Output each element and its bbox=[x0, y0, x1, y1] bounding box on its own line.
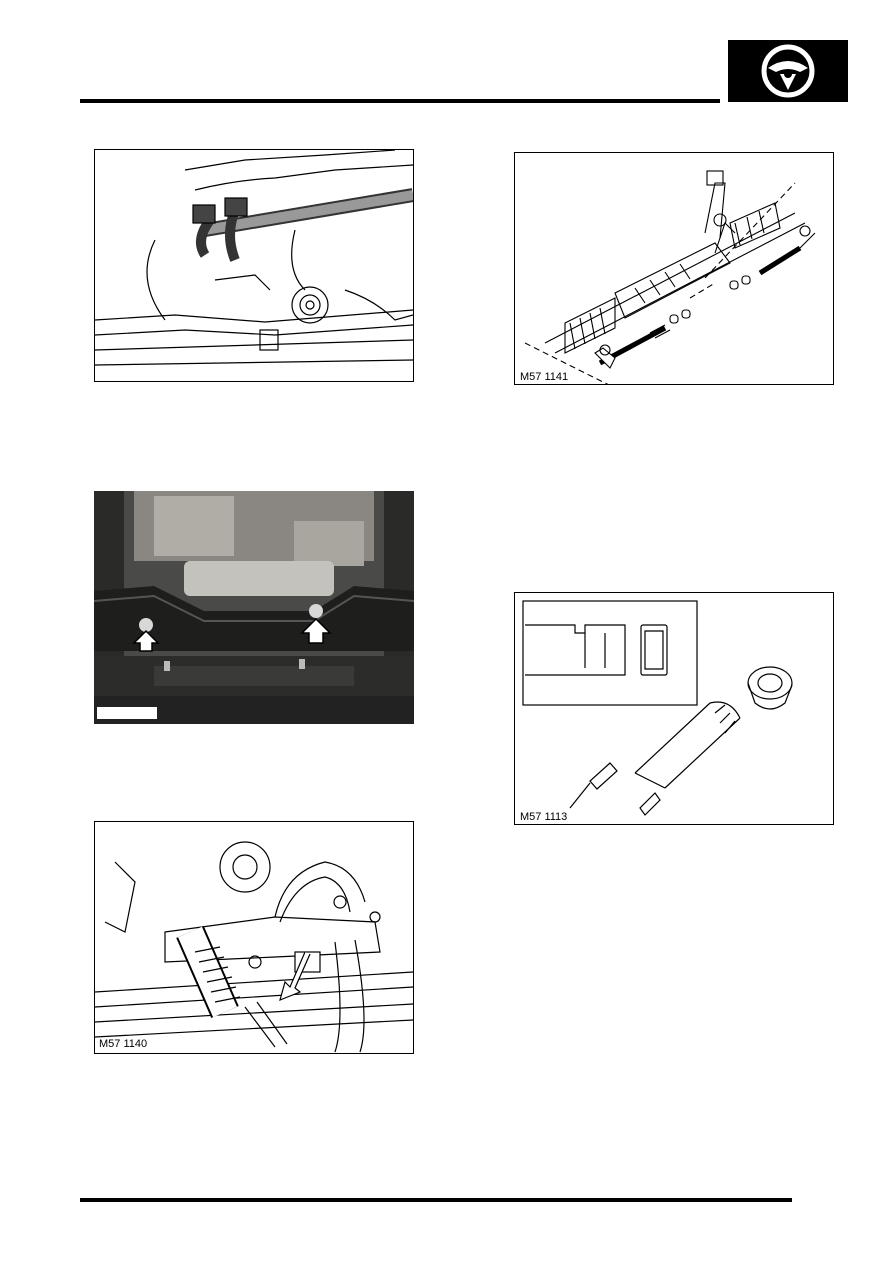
section-badge bbox=[728, 40, 848, 102]
figure-ref-label: M57 1113 bbox=[518, 811, 570, 824]
figure-hose-connections bbox=[94, 149, 414, 382]
figure-rack-exploded: M57 1141 bbox=[514, 152, 834, 385]
figure-rack-removal: M57 1140 bbox=[94, 821, 414, 1054]
figure-special-tool: M57 1113 bbox=[514, 592, 834, 825]
figure-subframe-photo bbox=[94, 491, 414, 724]
steering-wheel-icon bbox=[761, 44, 815, 98]
figure-ref-label: M57 1140 bbox=[97, 1038, 150, 1051]
figure-ref-label: M57 1141 bbox=[518, 371, 571, 384]
header-rule bbox=[80, 99, 720, 103]
photo-label-strip bbox=[97, 707, 157, 719]
footer-rule bbox=[80, 1198, 792, 1202]
